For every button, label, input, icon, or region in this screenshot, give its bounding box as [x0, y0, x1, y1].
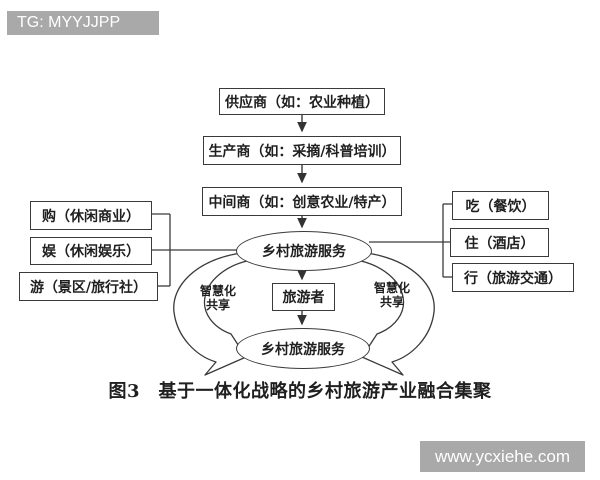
smart-share-label-right: 智慧化 共享: [368, 281, 416, 309]
producer-box: 生产商（如：采摘/科普培训）: [203, 136, 401, 165]
shopping-box: 购（休闲商业）: [30, 201, 152, 230]
rural-tourism-service-ellipse-top: 乡村旅游服务: [236, 231, 372, 271]
middleman-box: 中间商（如：创意农业/特产）: [202, 187, 402, 216]
watermark-top-text: TG: MYYJJPP: [17, 14, 121, 31]
rural-tourism-service-ellipse-bottom: 乡村旅游服务: [236, 328, 370, 369]
dining-label: 吃（餐饮）: [465, 198, 536, 215]
watermark-top-left: TG: MYYJJPP: [7, 11, 159, 35]
tourist-box: 旅游者: [272, 283, 335, 311]
supplier-box: 供应商（如：农业种植）: [219, 88, 385, 115]
smart-share-label-left: 智慧化 共享: [194, 284, 242, 312]
lodging-box: 住（酒店）: [450, 228, 549, 257]
entertainment-label: 娱（休闲娱乐）: [42, 244, 140, 260]
right-bracket-lines: [369, 203, 452, 278]
producer-label: 生产商（如：采摘/科普培训）: [208, 143, 396, 160]
hub-top-label: 乡村旅游服务: [262, 244, 346, 260]
curved-arrow-right: [360, 252, 435, 376]
figure-caption: 图3 基于一体化战略的乡村旅游产业融合集聚: [0, 377, 600, 403]
middleman-label: 中间商（如：创意农业/特产）: [208, 194, 396, 211]
tourist-label: 旅游者: [282, 290, 325, 306]
figure-caption-text: 图3 基于一体化战略的乡村旅游产业融合集聚: [108, 381, 492, 402]
transport-box: 行（旅游交通）: [452, 263, 574, 292]
curved-arrow-left: [173, 252, 248, 376]
dining-box: 吃（餐饮）: [452, 191, 549, 220]
watermark-bottom-right: www.ycxiehe.com: [420, 441, 585, 472]
left-bracket-lines: [150, 213, 237, 287]
smart-share-left-line1: 智慧化: [199, 284, 236, 298]
entertainment-box: 娱（休闲娱乐）: [30, 237, 152, 265]
smart-share-right-line2: 共享: [379, 295, 404, 309]
touring-box: 游（景区/旅行社）: [19, 272, 158, 301]
hub-bottom-label: 乡村旅游服务: [261, 341, 345, 358]
lodging-label: 住（酒店）: [464, 235, 535, 252]
shopping-label: 购（休闲商业）: [42, 208, 140, 225]
smart-share-left-line2: 共享: [205, 298, 230, 312]
transport-label: 行（旅游交通）: [464, 270, 562, 287]
supplier-label: 供应商（如：农业种植）: [225, 94, 379, 111]
touring-label: 游（景区/旅行社）: [29, 279, 148, 296]
watermark-bottom-text: www.ycxiehe.com: [434, 446, 571, 466]
smart-share-right-line1: 智慧化: [373, 281, 410, 295]
